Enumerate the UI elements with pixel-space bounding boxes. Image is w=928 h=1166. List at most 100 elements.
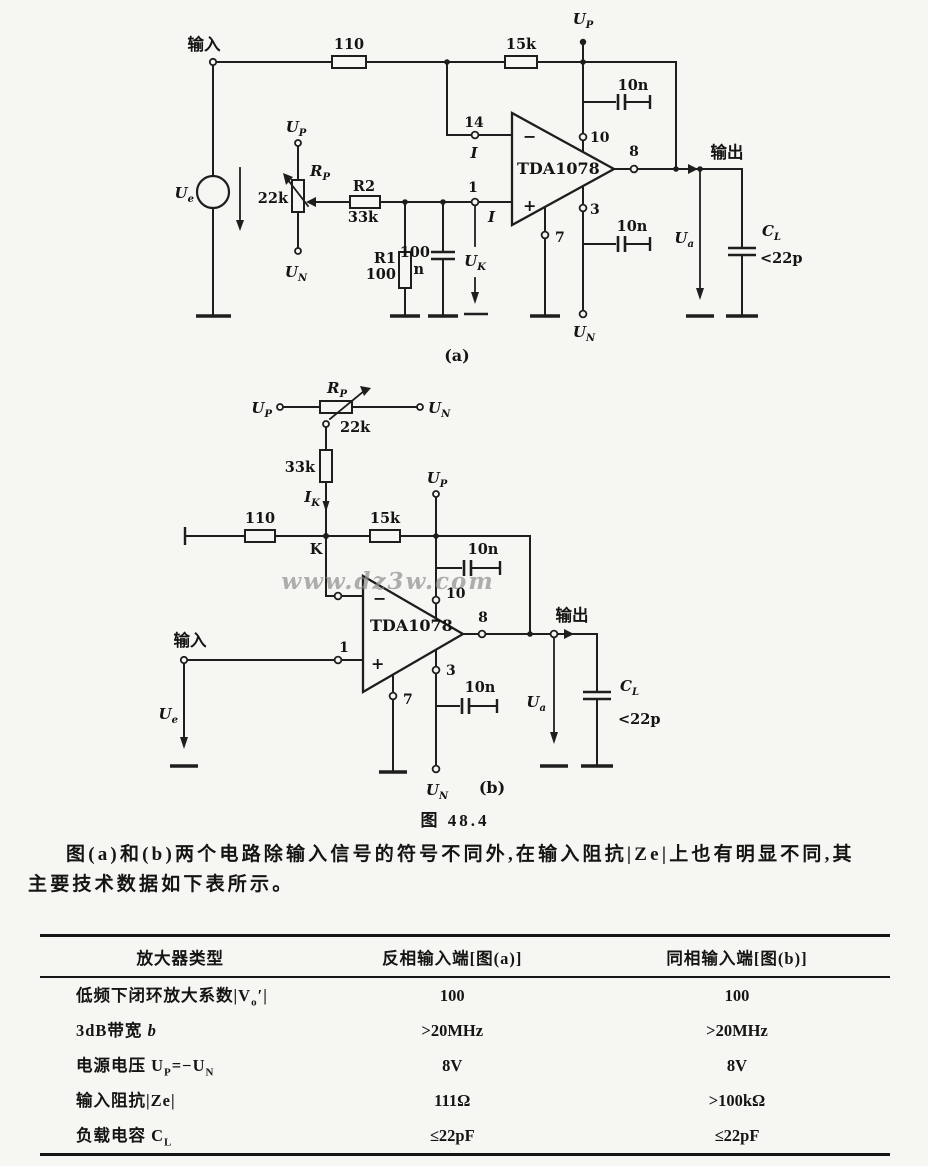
spec-value-b: >100kΩ [708,1090,766,1110]
spec-label: 3dB带宽 b [76,1021,157,1041]
r2-name: R2 [353,178,375,195]
input-label-a: 输入 [188,34,222,54]
spec-value-a: 8V [442,1055,463,1075]
ua-label-a: Ua [674,229,694,250]
pin1-label-b: 1 [339,640,349,656]
resistor-r2 [349,195,381,209]
source-ue [195,167,244,231]
up-top-label-a: UP [573,10,594,31]
ik-current-arrow [322,501,330,512]
resistor-110-b [244,529,276,543]
r15k-value-b: 15k [370,510,401,527]
col-header-amp-type: 放大器类型 [40,935,321,978]
un-bottom-label-b: UN [426,781,449,802]
inverting-input-sign-b: − [373,589,386,608]
terminal-nodes-b [179,403,559,774]
resistor-15k [504,55,538,69]
output-label-b: 输出 [556,605,589,625]
circuit-diagram-a: 输入 输出 110 15k 10n 10n TDA1078 − + 14 I 1… [175,10,803,365]
r110-value-b: 110 [245,510,275,527]
ground-symbols-b [170,764,613,774]
pin10-label-a: 10 [590,130,610,146]
table-row-gain: 低频下闭环放大系数|Vo′| 100 100 [40,977,890,1013]
pin10-label-b: 10 [446,586,466,602]
up-pot-label-b: UP [251,399,272,420]
subfigure-tag-b: (b) [479,778,505,797]
pin14-label: 14 [464,115,484,131]
capacitor-10n-mid [582,236,652,252]
spec-value-b: ≤22pF [714,1125,760,1145]
up-pot-label-a: UP [286,118,307,139]
r1-name: R1 [374,250,396,267]
opamp-triangle-b [361,574,466,694]
pin1-current-label: I [487,208,496,226]
input-label-b: 输入 [174,630,208,650]
pin8-label-a: 8 [629,144,639,160]
capacitor-10n-top [582,94,652,110]
table-row-bandwidth: 3dB带宽 b >20MHz >20MHz [40,1013,890,1048]
opamp-triangle-a [510,111,617,227]
spec-value-b: 100 [724,985,750,1005]
resistor-110-value: 110 [334,36,364,53]
table-header-row: 放大器类型 反相输入端[图(a)] 同相输入端[图(b)] [40,935,890,978]
figure-caption: 图 48.4 [420,811,490,830]
spec-value-b: 8V [726,1055,748,1075]
resistor-15k-b [369,529,401,543]
inverting-input-sign-a: − [523,127,536,146]
spec-value-a: 111Ω [434,1090,471,1110]
noninverting-input-sign-a: + [523,196,536,215]
spec-value-b: >20MHz [706,1020,768,1040]
junction-dots-b [323,533,533,637]
pin8-label-b: 8 [478,610,488,626]
pin7-label-b: 7 [403,692,413,708]
table-row-input-impedance: 输入阻抗|Ze| 111Ω >100kΩ [40,1083,890,1118]
col-header-inverting: 反相输入端[图(a)] [320,935,584,978]
uk-label: UK [464,252,487,273]
pin14-current-label: I [469,144,478,162]
capacitor-cl-a [728,246,756,257]
r33k-value: 33k [285,459,316,476]
spec-label: 电源电压 UP=−UN [76,1056,215,1079]
source-ue-label: Ue [175,184,194,205]
cap-10n-top-value-b: 10n [468,541,499,558]
pot-value-a: 22k [258,190,289,207]
source-ue-label-b: Ue [159,705,178,726]
spec-label: 负载电容 CL [76,1126,173,1149]
table-row-supply-voltage: 电源电压 UP=−UN 8V 8V [40,1048,890,1083]
cl-value-a: <22p [760,250,802,267]
terminal-nodes-a [208,57,639,319]
spec-value-a: >20MHz [421,1020,484,1040]
un-pot-label-b: UN [428,399,451,420]
cl-value-b: <22p [618,711,660,728]
pin3-label-a: 3 [590,202,600,218]
cap-100n-value-line2: n [413,261,424,278]
cap-100n-value-line1: 100 [400,244,430,261]
spec-value-a: ≤22pF [429,1125,475,1145]
pot-value-b: 22k [340,419,371,436]
potentiometer-rp-a [283,173,316,213]
uk-voltage-arrow [464,205,488,316]
resistor-33k [319,449,333,483]
noninverting-input-sign-b: + [371,654,384,673]
output-label-a: 输出 [711,142,744,162]
node-k-label: K [310,541,324,558]
circuit-diagram-b: www.dz3w.com RP UP UN 22k 33k IK K 110 1… [159,379,661,802]
opamp-label-a: TDA1078 [517,159,600,178]
pot-name-label-a: RP [309,162,330,183]
spec-label: 低频下闭环放大系数|Vo′| [76,986,268,1009]
cl-name-b: CL [620,677,639,698]
spec-label: 输入阻抗|Ze| [76,1091,176,1111]
junction-dots-a [402,38,703,205]
up-top-label-b: UP [427,469,448,490]
r2-value: 33k [348,209,379,226]
table-row-load-capacitance: 负载电容 CL ≤22pF ≤22pF [40,1118,890,1155]
pot-name-label-b: RP [326,379,347,400]
capacitor-100n [431,250,455,261]
pin1-label-a: 1 [468,180,478,196]
capacitor-cl-b [583,690,611,701]
pin3-label-b: 3 [446,663,456,679]
ua-voltage-arrow-b [550,629,574,744]
subfigure-tag-a: (a) [444,346,470,365]
cap-10n-top-value: 10n [618,77,649,94]
paragraph-line-1: 图(a)和(b)两个电路除输入信号的符号不同外,在输入阻抗|Ze|上也有明显不同… [66,844,855,865]
